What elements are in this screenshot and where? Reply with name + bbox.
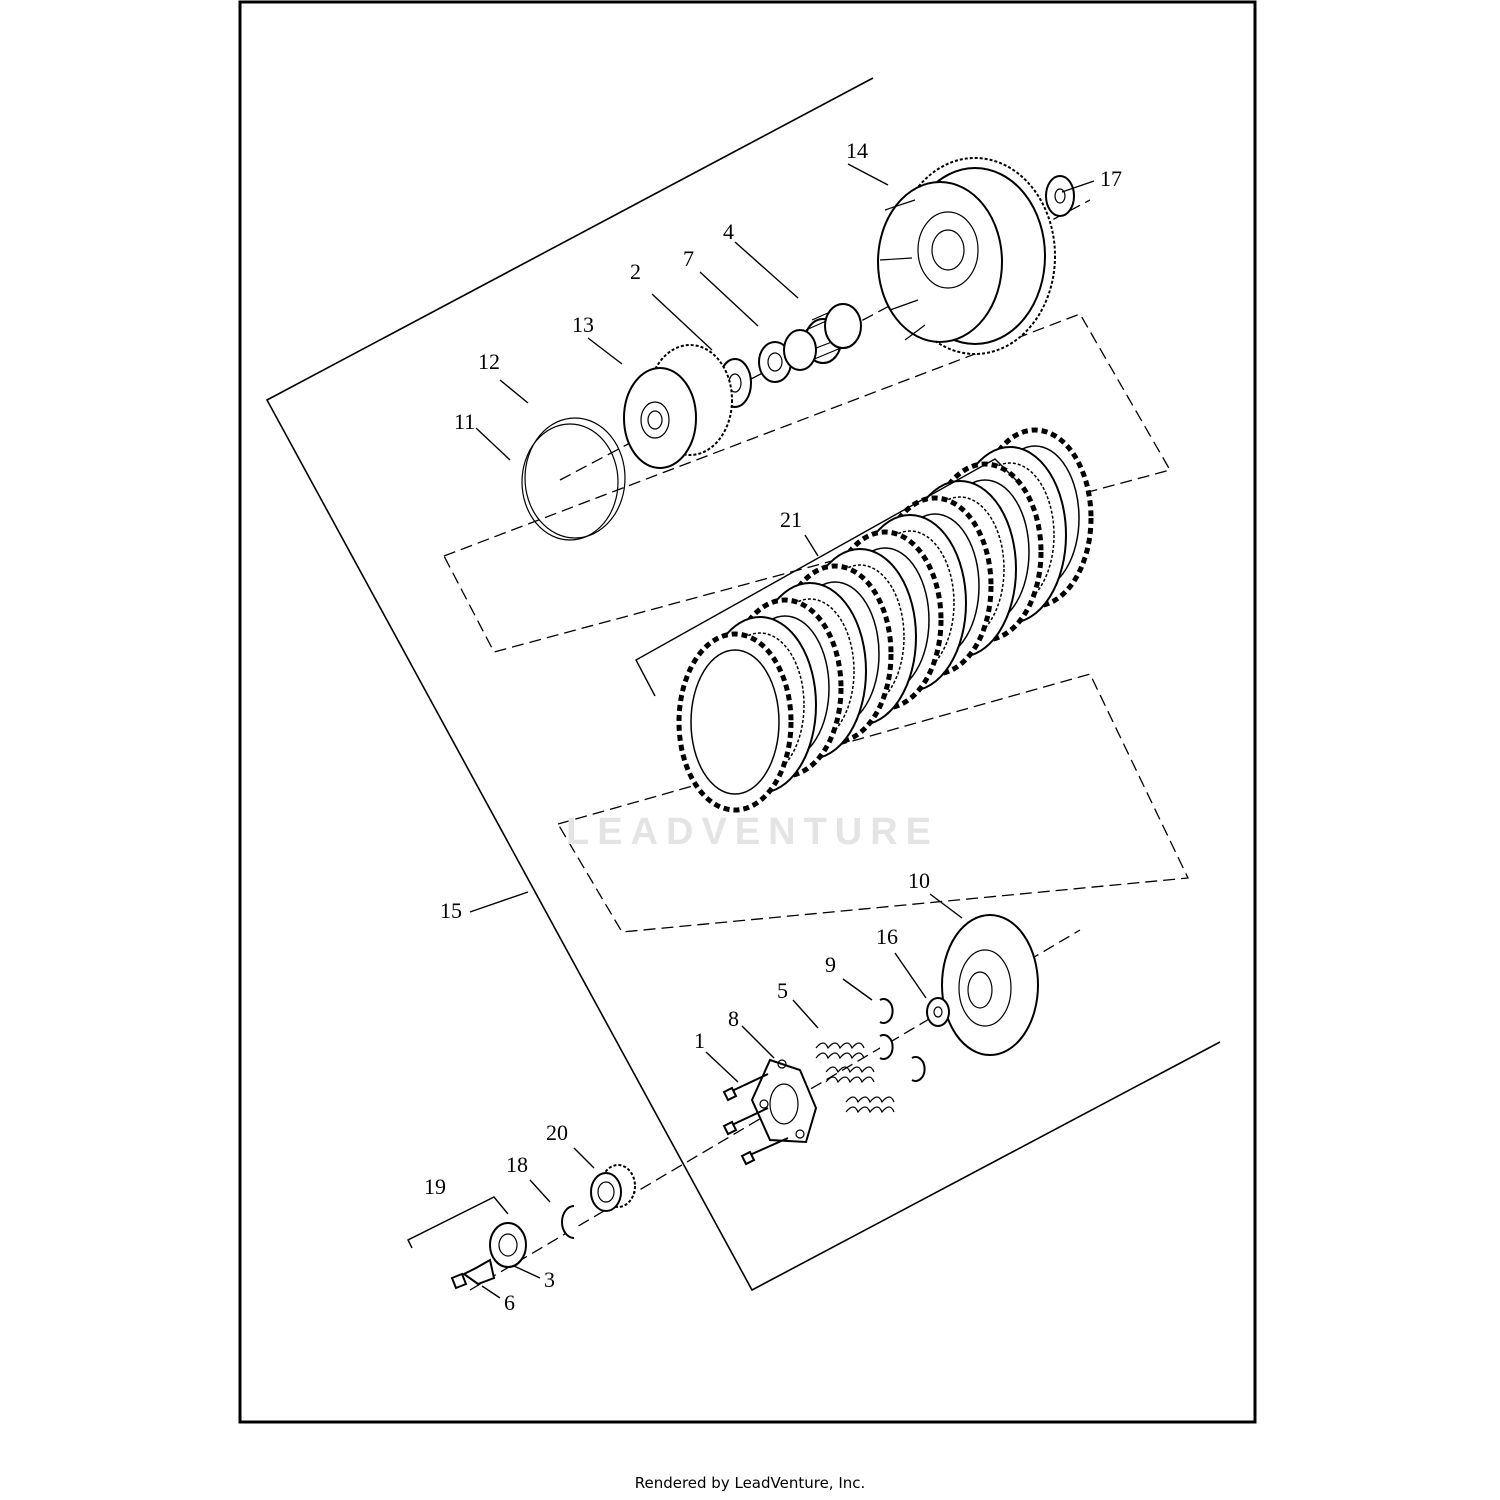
springs-5: [815, 1042, 895, 1114]
watermark-text: LEADVENTURE: [566, 811, 939, 853]
retaining-rings-11-12: [521, 417, 626, 541]
callout-9: 9: [825, 952, 836, 977]
spacer-7: [758, 329, 817, 383]
callout-4: 4: [723, 219, 734, 244]
adjusting-screw-6: [450, 1258, 496, 1290]
spring-seats-9: [879, 998, 926, 1082]
callout-12: 12: [478, 349, 500, 374]
callout-13: 13: [572, 312, 594, 337]
callout-15: 15: [440, 898, 462, 923]
kit-bracket-19: [407, 1196, 509, 1249]
leader-lines: [469, 163, 1095, 1299]
callout-1: 1: [694, 1028, 705, 1053]
callout-3: 3: [544, 1267, 555, 1292]
callout-10: 10: [908, 868, 930, 893]
callout-2: 2: [630, 259, 641, 284]
dashed-group-upper: [443, 313, 1171, 653]
callout-20: 20: [546, 1120, 568, 1145]
clutch-shell-gear: [877, 157, 1056, 355]
callout-8: 8: [728, 1006, 739, 1031]
clutch-plate-pack-21: [676, 427, 1094, 813]
spring-plate-8: [750, 1058, 818, 1144]
clutch-hub-13: [623, 344, 733, 469]
callout-11: 11: [454, 409, 475, 434]
bearing-3: [489, 1222, 527, 1268]
callout-6: 6: [504, 1290, 515, 1315]
plate-pack-bracket: [635, 458, 1021, 697]
footer-attribution: Rendered by LeadVenture, Inc.: [634, 1474, 866, 1492]
callout-21: 21: [780, 507, 802, 532]
bearing-20: [590, 1164, 636, 1212]
pressure-plate-10: [941, 914, 1039, 1056]
callout-19: 19: [424, 1174, 446, 1199]
bolts-1: [722, 1073, 789, 1166]
kit-boundary-outline: [265, 77, 1221, 1292]
callout-16: 16: [876, 924, 898, 949]
callout-5: 5: [777, 978, 788, 1003]
callout-14: 14: [846, 138, 868, 163]
retaining-ring-18: [561, 1205, 575, 1239]
dashed-group-lower: [557, 673, 1189, 933]
washer-16: [926, 997, 950, 1027]
callout-18: 18: [506, 1152, 528, 1177]
washer-17: [1045, 175, 1075, 217]
clutch-plate: [676, 631, 794, 813]
clutch-plate-inner-edge: [690, 649, 780, 795]
callout-7: 7: [683, 246, 694, 271]
drawing-frame: [238, 0, 1257, 1424]
callout-17: 17: [1100, 166, 1122, 191]
